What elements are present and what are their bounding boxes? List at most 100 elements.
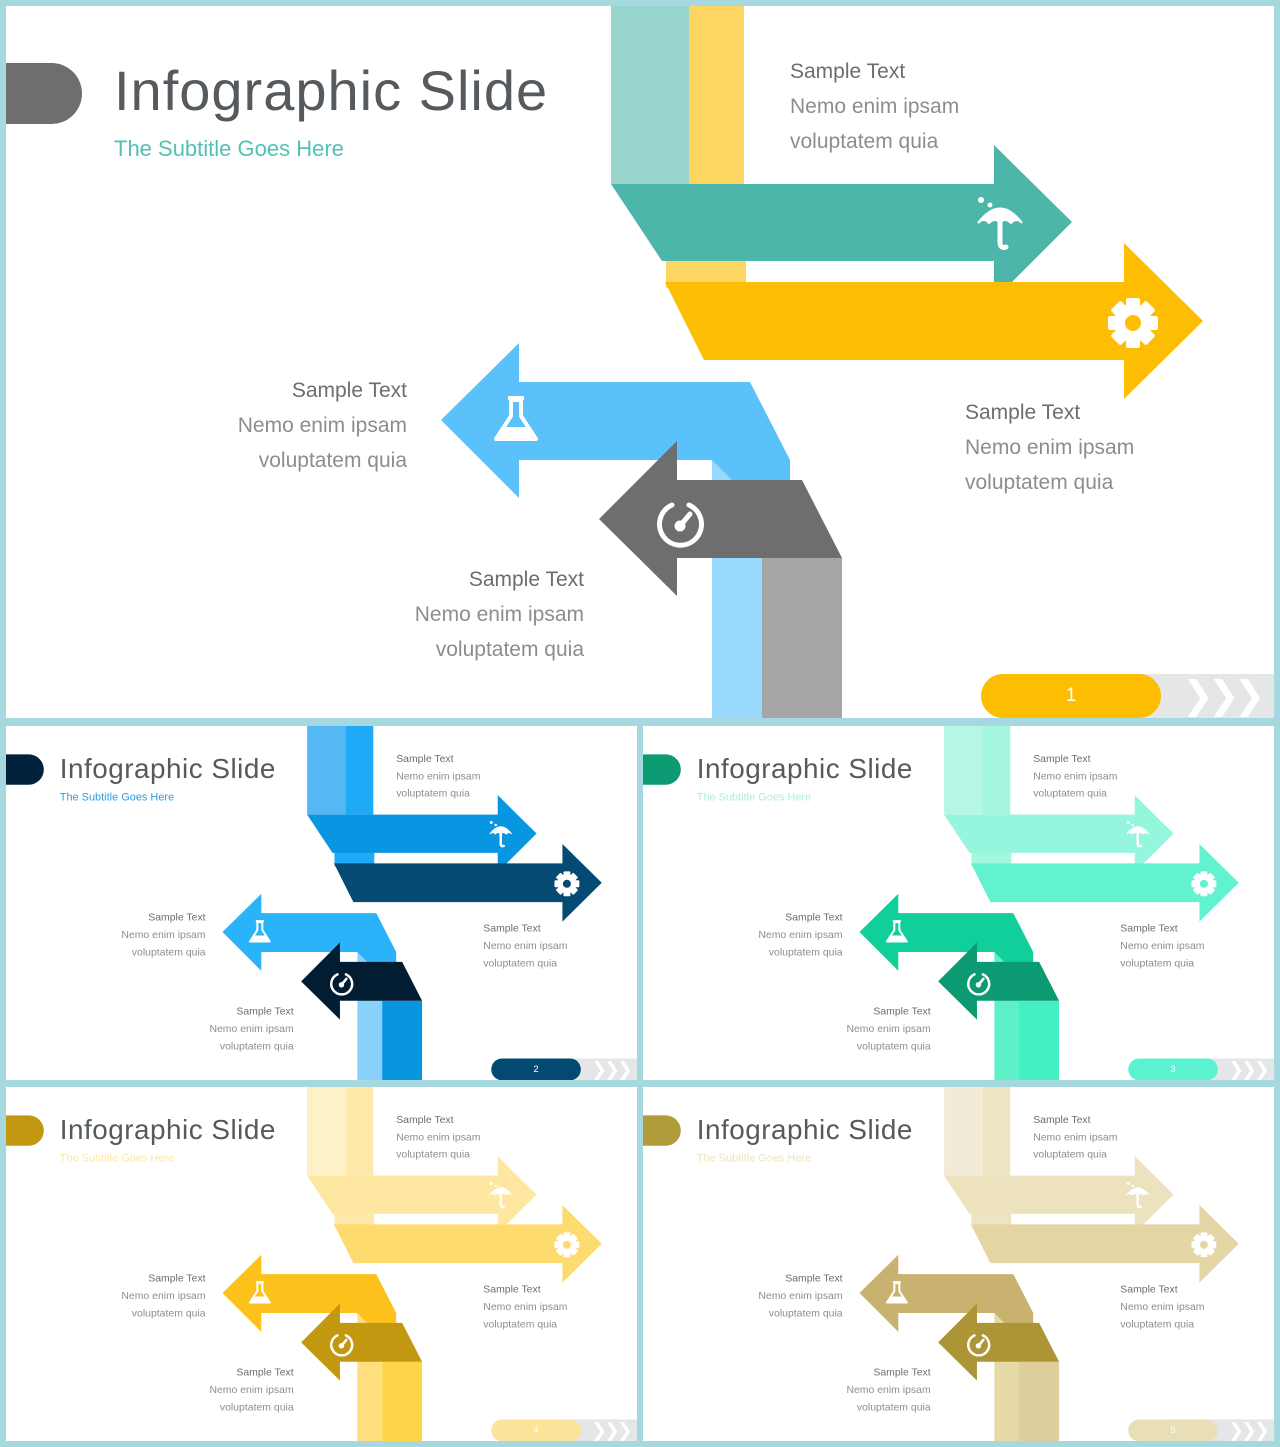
slide-thumbnail[interactable]: Infographic Slide The Subtitle Goes Here <box>6 726 637 1080</box>
slide-title: Infographic Slide <box>59 752 276 784</box>
text-heading: Sample Text <box>483 1283 541 1296</box>
ribbon-strip <box>982 1087 1011 1176</box>
chevrons-icon[interactable]: ❯❯❯ <box>1228 1419 1270 1441</box>
text-block: Sample Text Nemo enim ipsam voluptatem q… <box>483 1281 567 1333</box>
page-number-pill: 3 <box>1128 1058 1218 1080</box>
text-line: voluptatem quia <box>1120 1318 1195 1330</box>
text-heading: Sample Text <box>291 379 407 402</box>
gear-icon <box>1191 1232 1217 1258</box>
arrow-right-bottom <box>333 843 602 922</box>
umbrella-icon <box>1126 1182 1150 1209</box>
text-heading: Sample Text <box>1120 922 1178 935</box>
slide-thumbnail[interactable]: Infographic Slide The Subtitle Goes Here <box>643 726 1274 1080</box>
gauge-icon <box>330 973 354 996</box>
text-line: Nemo enim ipsam <box>209 1384 294 1396</box>
page-number-pill: 5 <box>1128 1419 1218 1441</box>
arrow-right-top <box>944 795 1174 873</box>
arrow-left-bottom <box>938 1303 1060 1381</box>
text-line: Nemo enim ipsam <box>758 1290 843 1302</box>
text-line: voluptatem quia <box>131 946 206 958</box>
ribbon-strip <box>1019 1000 1060 1080</box>
arrow-infographic <box>859 1087 1239 1441</box>
arrow-left-bottom <box>599 441 842 596</box>
title-tab <box>6 63 82 124</box>
text-line: voluptatem quia <box>1120 957 1195 969</box>
text-heading: Sample Text <box>873 1005 931 1018</box>
umbrella-icon <box>1126 821 1150 848</box>
text-line: Nemo enim ipsam <box>758 929 843 941</box>
text-heading: Sample Text <box>236 1005 294 1018</box>
slide-subtitle: The Subtitle Goes Here <box>696 790 812 804</box>
text-heading: Sample Text <box>1033 752 1091 765</box>
chevrons-icon[interactable]: ❯❯❯ <box>591 1058 633 1080</box>
text-line: voluptatem quia <box>483 1318 558 1330</box>
text-heading: Sample Text <box>1120 1283 1178 1296</box>
text-line: Nemo enim ipsam <box>483 940 568 952</box>
text-block: Sample Text Nemo enim ipsam voluptatem q… <box>1033 750 1117 802</box>
text-block: Sample Text Nemo enim ipsam voluptatem q… <box>396 1111 480 1163</box>
title-tab <box>643 754 681 785</box>
text-line: Nemo enim ipsam <box>396 770 481 782</box>
arrow-left-top <box>859 893 1034 971</box>
text-line: voluptatem quia <box>483 957 558 969</box>
chevrons-icon[interactable]: ❯❯❯ <box>591 1419 633 1441</box>
slide-subtitle: The Subtitle Goes Here <box>59 790 175 804</box>
ribbon-strip <box>307 1087 347 1176</box>
text-line: Nemo enim ipsam <box>121 1290 206 1302</box>
text-block: Sample Text Nemo enim ipsam voluptatem q… <box>1120 1281 1204 1333</box>
chevrons-icon[interactable]: ❯❯❯ <box>1228 1058 1270 1080</box>
text-line: Nemo enim ipsam <box>209 1023 294 1035</box>
arrow-right-bottom <box>665 243 1203 399</box>
ribbon-strip <box>762 558 842 718</box>
slide-subtitle: The Subtitle Goes Here <box>59 1151 175 1165</box>
arrow-right-top <box>307 1156 537 1234</box>
slide-title: Infographic Slide <box>114 59 549 122</box>
text-line: voluptatem quia <box>219 1040 294 1052</box>
text-line: Nemo enim ipsam <box>1033 1131 1118 1143</box>
text-line: voluptatem quia <box>790 130 939 153</box>
slide-thumbnail[interactable]: Infographic Slide The Subtitle Goes Here <box>6 6 1274 718</box>
slide-thumbnail[interactable]: Infographic Slide The Subtitle Goes Here <box>6 1087 637 1441</box>
text-heading: Sample Text <box>236 1366 294 1379</box>
flask-icon <box>248 920 271 943</box>
arrow-left-bottom <box>301 1303 423 1381</box>
text-block: Sample Text Nemo enim ipsam voluptatem q… <box>238 373 407 478</box>
ribbon-strip <box>689 6 744 184</box>
text-block: Sample Text Nemo enim ipsam voluptatem q… <box>396 750 480 802</box>
text-heading: Sample Text <box>785 911 843 924</box>
text-line: voluptatem quia <box>856 1040 931 1052</box>
ribbon-strip <box>971 851 1012 867</box>
ribbon-strip <box>345 726 374 815</box>
ribbon-strip <box>382 1361 423 1441</box>
text-block: Sample Text Nemo enim ipsam voluptatem q… <box>121 1270 205 1322</box>
ribbon-strip <box>382 1000 423 1080</box>
text-line: Nemo enim ipsam <box>121 929 206 941</box>
umbrella-icon <box>489 821 513 848</box>
text-block: Sample Text Nemo enim ipsam voluptatem q… <box>758 1270 842 1322</box>
gauge-icon <box>330 1334 354 1357</box>
text-line: voluptatem quia <box>1033 787 1107 800</box>
slide-thumbnail[interactable]: Infographic Slide The Subtitle Goes Here <box>643 1087 1274 1441</box>
ribbon-strip <box>334 851 375 867</box>
page-number-pill: 2 <box>491 1058 581 1080</box>
title-tab <box>6 1115 44 1146</box>
arrow-right-bottom <box>970 843 1239 922</box>
umbrella-icon <box>489 1182 513 1209</box>
arrow-left-top <box>859 1254 1034 1332</box>
ribbon-strip <box>334 1212 375 1228</box>
gear-icon <box>1108 298 1158 348</box>
slide-subtitle: The Subtitle Goes Here <box>696 1151 812 1165</box>
text-line: Nemo enim ipsam <box>965 436 1135 459</box>
text-block: Sample Text Nemo enim ipsam voluptatem q… <box>758 909 842 961</box>
gauge-icon <box>967 973 991 996</box>
chevrons-icon[interactable]: ❯❯❯ <box>1182 675 1265 717</box>
text-block: Sample Text Nemo enim ipsam voluptatem q… <box>846 1364 930 1416</box>
text-line: Nemo enim ipsam <box>1120 1301 1205 1313</box>
arrow-infographic <box>859 726 1239 1080</box>
text-block: Sample Text Nemo enim ipsam voluptatem q… <box>415 562 584 667</box>
text-block: Sample Text Nemo enim ipsam voluptatem q… <box>1033 1111 1117 1163</box>
arrow-left-bottom <box>938 942 1060 1020</box>
ribbon-strip <box>345 1087 374 1176</box>
flask-icon <box>494 396 538 441</box>
text-heading: Sample Text <box>483 922 541 935</box>
